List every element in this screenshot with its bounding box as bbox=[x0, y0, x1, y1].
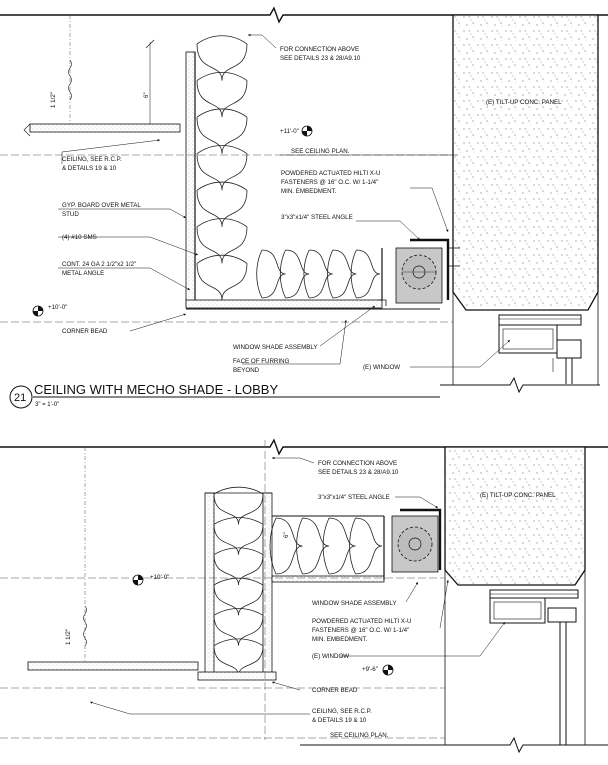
note-gyp-board: GYP. BOARD OVER METAL bbox=[62, 202, 141, 209]
notes-lower: FOR CONNECTION ABOVE SEE DETAILS 23 & 28… bbox=[312, 460, 556, 739]
batt-loop bbox=[327, 249, 357, 299]
note-corner-bead: CORNER BEAD bbox=[62, 328, 108, 335]
detail-lower: 1 1/2" 6" +10'-0" +9'-6" bbox=[0, 438, 608, 754]
tilt-up-concrete-panel-lower bbox=[444, 446, 586, 586]
svg-text:FASTENERS @ 16" O.C. W/ 1-1/4": FASTENERS @ 16" O.C. W/ 1-1/4" bbox=[281, 179, 378, 186]
elevation-marker-bottom: +10'-0" bbox=[32, 304, 67, 317]
svg-text:(E) WINDOW: (E) WINDOW bbox=[312, 653, 349, 660]
steel-angle bbox=[410, 238, 450, 300]
note-panel: (E) TILT-UP CONC. PANEL bbox=[486, 99, 562, 106]
batt-loop bbox=[349, 517, 383, 575]
batt-loop bbox=[269, 517, 303, 575]
batt-insulation-vertical bbox=[196, 35, 248, 301]
batt-loop bbox=[213, 517, 264, 555]
gyp-board-vertical bbox=[185, 51, 196, 307]
svg-text:+10'-0": +10'-0" bbox=[48, 304, 67, 311]
window-frame bbox=[498, 314, 582, 384]
svg-text:6": 6" bbox=[283, 532, 290, 538]
batt-loop bbox=[350, 249, 381, 299]
gyp-board-horizontal bbox=[185, 299, 383, 309]
note-see-ceiling-plan: SEE CEILING PLAN. bbox=[291, 148, 350, 155]
notes-21: FOR CONNECTION ABOVE SEE DETAILS 23 & 28… bbox=[62, 46, 562, 374]
svg-text:POWDERED ACTUATED HILTI X-U: POWDERED ACTUATED HILTI X-U bbox=[312, 618, 411, 625]
dim-6in: 6" bbox=[143, 92, 150, 98]
leader-lines-21 bbox=[58, 33, 511, 368]
batt-loop bbox=[196, 218, 248, 264]
svg-text:FOR CONNECTION ABOVE: FOR CONNECTION ABOVE bbox=[318, 460, 397, 467]
svg-text:CORNER BEAD: CORNER BEAD bbox=[312, 687, 358, 694]
svg-text:+9'-6": +9'-6" bbox=[362, 666, 378, 673]
svg-text:SEE DETAILS 23 & 28/A9.10: SEE DETAILS 23 & 28/A9.10 bbox=[318, 469, 399, 476]
batt-loop bbox=[213, 547, 264, 586]
batt-loop bbox=[196, 181, 248, 227]
svg-text:FASTENERS @ 16" O.C. W/ 1-1/4": FASTENERS @ 16" O.C. W/ 1-1/4" bbox=[312, 627, 409, 634]
elevation-marker-lower-bottom: +9'-6" bbox=[362, 664, 394, 676]
leader-lines-lower bbox=[89, 456, 506, 715]
svg-text:BEYOND: BEYOND bbox=[233, 367, 260, 374]
batt-loop bbox=[196, 35, 248, 81]
batt-loop bbox=[196, 254, 248, 301]
detail-number: 21 bbox=[14, 392, 26, 404]
batt-insulation-horizontal-lower bbox=[269, 517, 383, 575]
batt-loop bbox=[196, 108, 248, 154]
batt-loop bbox=[296, 517, 330, 575]
note-sms: (4) #10 SMS bbox=[62, 234, 97, 241]
ceiling-left bbox=[23, 123, 181, 137]
svg-text:METAL ANGLE: METAL ANGLE bbox=[62, 270, 104, 277]
batt-insulation-horizontal bbox=[256, 249, 381, 299]
svg-text:& DETAILS 19 & 10: & DETAILS 19 & 10 bbox=[312, 717, 367, 724]
elevation-marker-top: +11'-0" bbox=[280, 125, 313, 137]
batt-loop bbox=[196, 71, 248, 118]
ceiling-lower bbox=[27, 661, 199, 671]
svg-text:(E) TILT-UP CONC. PANEL: (E) TILT-UP CONC. PANEL bbox=[480, 492, 556, 499]
detail-title-21: 21 CEILING WITH MECHO SHADE - LOBBY 3" =… bbox=[9, 382, 440, 409]
svg-text:MIN. EMBEDMENT.: MIN. EMBEDMENT. bbox=[312, 636, 368, 643]
svg-text:CEILING, SEE R.C.P.: CEILING, SEE R.C.P. bbox=[312, 708, 372, 715]
svg-text:STUD: STUD bbox=[62, 211, 79, 218]
note-connection-above: FOR CONNECTION ABOVE bbox=[280, 46, 359, 53]
window-shade-roller-lower bbox=[391, 515, 439, 573]
svg-text:MIN. EMBEDMENT.: MIN. EMBEDMENT. bbox=[281, 188, 337, 195]
svg-text:SEE CEILING PLAN.: SEE CEILING PLAN. bbox=[330, 732, 389, 739]
steel-angle-lower bbox=[400, 508, 442, 570]
detail-scale: 3" = 1'-0" bbox=[35, 402, 59, 408]
top-border-line bbox=[0, 6, 608, 24]
svg-text:3"x3"x1/4" STEEL ANGLE: 3"x3"x1/4" STEEL ANGLE bbox=[318, 494, 390, 501]
note-shade: WINDOW SHADE ASSEMBLY bbox=[233, 344, 317, 351]
batt-loop bbox=[303, 249, 333, 299]
batt-loop bbox=[256, 249, 286, 299]
batt-loop bbox=[279, 249, 310, 299]
svg-text:WINDOW SHADE ASSEMBLY: WINDOW SHADE ASSEMBLY bbox=[312, 600, 396, 607]
note-hilti: POWDERED ACTUATED HILTI X-U bbox=[281, 170, 380, 177]
batt-insulation-vertical-lower bbox=[213, 486, 264, 677]
note-cont-angle: CONT. 24 GA 2 1/2"x2 1/2" bbox=[62, 261, 136, 268]
batt-loop bbox=[213, 486, 264, 525]
batt-loop bbox=[196, 145, 248, 191]
tilt-up-concrete-panel bbox=[452, 14, 599, 311]
elevation-marker-lower-top: +10'-0" bbox=[132, 574, 169, 586]
svg-text:+11'-0": +11'-0" bbox=[280, 128, 299, 135]
svg-text:& DETAILS 19 & 10: & DETAILS 19 & 10 bbox=[62, 165, 117, 172]
batt-loop bbox=[213, 608, 264, 646]
window-frame-lower bbox=[489, 589, 579, 745]
batt-loop bbox=[322, 517, 356, 575]
window-shade-roller bbox=[395, 247, 443, 304]
detail-title: CEILING WITH MECHO SHADE - LOBBY bbox=[34, 382, 278, 397]
note-ceiling: CEILING, SEE R.C.P. bbox=[62, 156, 122, 163]
svg-text:1 1/2": 1 1/2" bbox=[65, 629, 72, 645]
note-furring: FACE OF FURRING bbox=[233, 358, 290, 365]
note-window: (E) WINDOW bbox=[363, 364, 400, 371]
detail-21: 6" 1 1/2" +11'-0" +10'-0" bbox=[0, 6, 608, 409]
svg-text:SEE DETAILS 23 & 28/A9.10: SEE DETAILS 23 & 28/A9.10 bbox=[280, 55, 361, 62]
note-steel-angle: 3"x3"x1/4" STEEL ANGLE bbox=[281, 214, 353, 221]
svg-text:+10'-0": +10'-0" bbox=[150, 574, 169, 581]
dim-1-5in: 1 1/2" bbox=[50, 92, 57, 108]
